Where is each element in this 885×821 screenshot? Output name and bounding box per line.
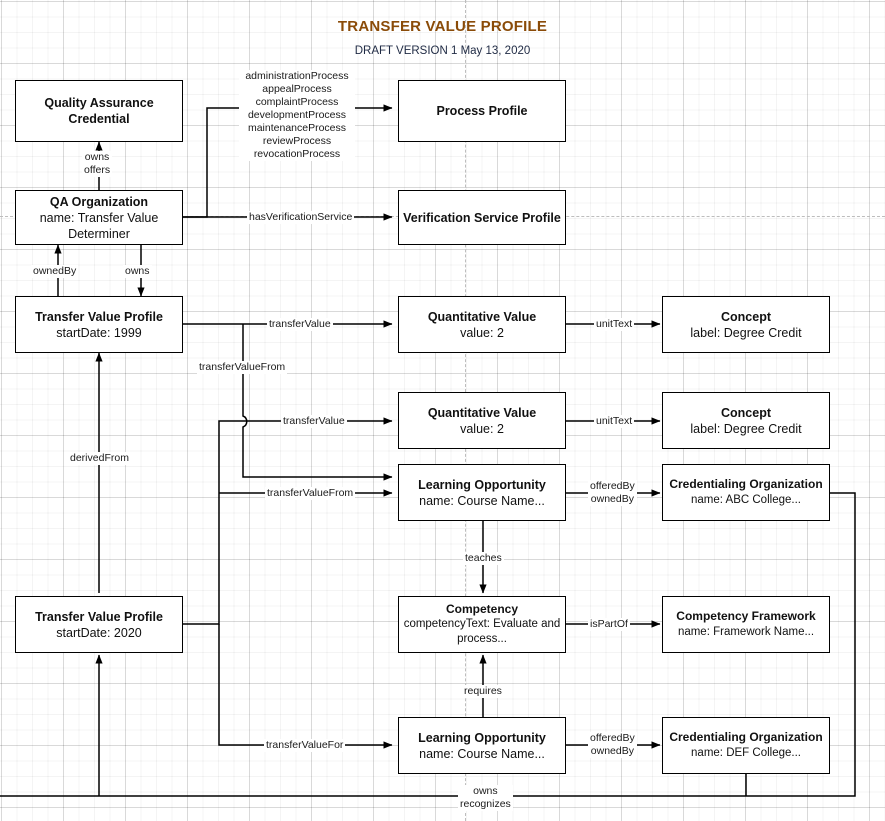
node-quantitative-value-1[interactable]: Quantitative Value value: 2 bbox=[398, 296, 566, 353]
node-subtitle: name: Transfer Value bbox=[39, 210, 159, 225]
node-subtitle: name: ABC College... bbox=[691, 493, 801, 506]
node-title: Competency Framework bbox=[676, 609, 816, 624]
edge-label-owns-2: owns bbox=[123, 265, 152, 278]
edge-label-revocation-process: revocationProcess bbox=[253, 148, 341, 161]
edge-label-offered-by-def: offeredBy bbox=[590, 732, 635, 744]
node-credentialing-organization-abc[interactable]: Credentialing Organization name: ABC Col… bbox=[662, 464, 830, 521]
node-title: Quality Assurance bbox=[44, 96, 154, 110]
node-learning-opportunity-abc[interactable]: Learning Opportunity name: Course Name..… bbox=[398, 464, 566, 521]
node-subtitle: label: Degree Credit bbox=[690, 421, 802, 436]
node-subtitle: value: 2 bbox=[460, 421, 504, 436]
edge-label-maintenance-process: maintenanceProcess bbox=[247, 122, 347, 135]
edge-label-requires: requires bbox=[462, 685, 504, 698]
node-concept-2[interactable]: Concept label: Degree Credit bbox=[662, 392, 830, 449]
edge-label-teaches: teaches bbox=[463, 552, 504, 565]
node-title: Credentialing Organization bbox=[669, 730, 823, 745]
page-title: TRANSFER VALUE PROFILE bbox=[337, 18, 548, 35]
edge-label-review-process: reviewProcess bbox=[262, 135, 332, 148]
edge-label-owns-recognizes: owns recognizes bbox=[458, 785, 513, 811]
node-title: Learning Opportunity bbox=[418, 730, 546, 745]
edge-label-offers: offers bbox=[84, 163, 111, 176]
edge-label-development-process: developmentProcess bbox=[247, 109, 347, 122]
edge-label-transfer-value-for: transferValueFor bbox=[264, 739, 346, 752]
node-subtitle-line2: Determiner bbox=[68, 226, 130, 241]
node-title-line2: Credential bbox=[68, 112, 130, 126]
node-subtitle: startDate: 2020 bbox=[56, 625, 142, 640]
node-title: Quantitative Value bbox=[427, 405, 537, 420]
edge-label-processes: administrationProcess appealProcess comp… bbox=[239, 70, 355, 162]
node-title: QA Organization bbox=[49, 194, 149, 209]
node-subtitle-line2: process... bbox=[457, 633, 507, 646]
node-subtitle: value: 2 bbox=[460, 325, 504, 340]
node-title: Learning Opportunity bbox=[418, 477, 546, 492]
node-quantitative-value-2[interactable]: Quantitative Value value: 2 bbox=[398, 392, 566, 449]
node-title: Credentialing Organization bbox=[669, 477, 823, 492]
edge-label-offered-owned-abc: offeredBy ownedBy bbox=[588, 480, 637, 506]
node-qa-organization[interactable]: QA Organization name: Transfer Value Det… bbox=[15, 190, 183, 245]
node-process-profile[interactable]: Process Profile bbox=[398, 80, 566, 142]
node-verification-service-profile[interactable]: Verification Service Profile bbox=[398, 190, 566, 245]
edge-label-transfer-value-from-2020: transferValueFrom bbox=[265, 487, 356, 500]
node-transfer-value-profile-2020[interactable]: Transfer Value Profile startDate: 2020 bbox=[15, 596, 183, 653]
node-title: Verification Service Profile bbox=[403, 210, 561, 225]
edge-label-derived-from: derivedFrom bbox=[68, 452, 131, 465]
edge-label-owns: owns bbox=[84, 151, 110, 163]
node-subtitle: startDate: 1999 bbox=[56, 325, 142, 340]
node-competency[interactable]: Competency competencyText: Evaluate and … bbox=[398, 596, 566, 653]
node-quality-assurance-credential[interactable]: Quality Assurance Credential bbox=[15, 80, 183, 142]
edge-label-unit-text-1: unitText bbox=[594, 318, 635, 331]
node-subtitle: name: Course Name... bbox=[419, 746, 545, 761]
node-title: Quantitative Value bbox=[427, 309, 537, 324]
edge-label-owns-offers: owns offers bbox=[82, 151, 113, 177]
edge-label-is-part-of: isPartOf bbox=[588, 618, 630, 631]
node-concept-1[interactable]: Concept label: Degree Credit bbox=[662, 296, 830, 353]
node-subtitle: name: Framework Name... bbox=[677, 625, 815, 638]
node-subtitle: label: Degree Credit bbox=[690, 325, 802, 340]
node-title: Transfer Value Profile bbox=[35, 609, 163, 624]
edge-label-transfer-value-2: transferValue bbox=[281, 415, 347, 428]
edge-label-owns-bottom: owns bbox=[473, 785, 498, 797]
edge-label-transfer-value-from-1999: transferValueFrom bbox=[197, 361, 288, 374]
node-subtitle: name: DEF College... bbox=[691, 746, 801, 759]
edge-label-offered-owned-def: offeredBy ownedBy bbox=[588, 732, 637, 758]
node-transfer-value-profile-1999[interactable]: Transfer Value Profile startDate: 1999 bbox=[15, 296, 183, 353]
node-title: Competency bbox=[445, 602, 519, 617]
edge-label-transfer-value-1: transferValue bbox=[267, 318, 333, 331]
node-subtitle: competencyText: Evaluate and bbox=[403, 618, 561, 631]
edge-label-complaint-process: complaintProcess bbox=[255, 96, 339, 109]
node-learning-opportunity-def[interactable]: Learning Opportunity name: Course Name..… bbox=[398, 717, 566, 774]
node-title: Transfer Value Profile bbox=[35, 309, 163, 324]
edge-label-appeal-process: appealProcess bbox=[262, 83, 332, 96]
node-title: Concept bbox=[721, 309, 771, 324]
node-title: Concept bbox=[721, 405, 771, 420]
node-subtitle: name: Course Name... bbox=[419, 493, 545, 508]
page-subtitle: DRAFT VERSION 1 May 13, 2020 bbox=[354, 45, 531, 57]
edge-label-has-verification-service: hasVerificationService bbox=[247, 211, 355, 224]
node-credentialing-organization-def[interactable]: Credentialing Organization name: DEF Col… bbox=[662, 717, 830, 774]
edge-label-owned-by-def: ownedBy bbox=[590, 744, 634, 757]
edge-label-administration-process: administrationProcess bbox=[245, 70, 349, 82]
edge-label-recognizes-bottom: recognizes bbox=[460, 797, 511, 810]
edge-label-owned-by: ownedBy bbox=[31, 265, 79, 278]
node-title: Process Profile bbox=[436, 104, 528, 118]
edge-label-offered-by-abc: offeredBy bbox=[590, 480, 635, 492]
edge-label-unit-text-2: unitText bbox=[594, 415, 635, 428]
edge-label-owned-by-abc: ownedBy bbox=[590, 492, 634, 505]
node-competency-framework[interactable]: Competency Framework name: Framework Nam… bbox=[662, 596, 830, 653]
